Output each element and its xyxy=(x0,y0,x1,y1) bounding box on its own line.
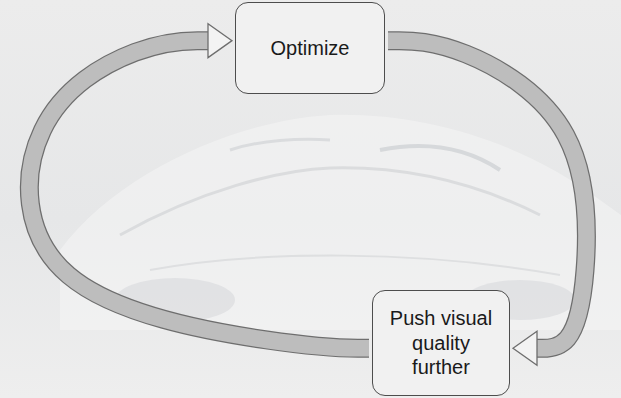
process-box: Optimize xyxy=(235,2,385,94)
car-silhouette xyxy=(60,115,621,330)
process-box: Push visual quality further xyxy=(372,290,510,396)
box-label: Push visual quality further xyxy=(381,306,501,379)
arrow-head xyxy=(208,24,232,58)
box-label: Optimize xyxy=(271,36,350,60)
arrow-head xyxy=(513,331,537,365)
